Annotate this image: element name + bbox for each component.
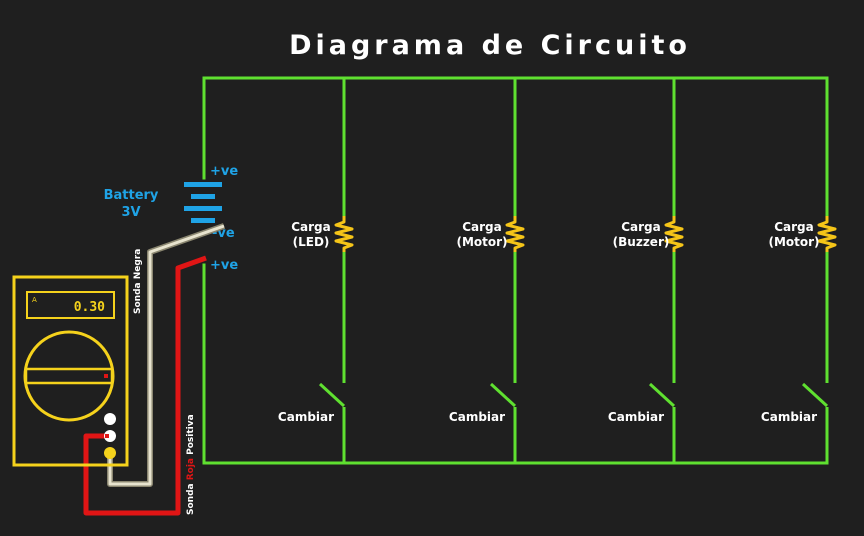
switch-lever	[801, 382, 829, 408]
switch-lever	[648, 382, 676, 408]
load-resistor-symbol	[505, 216, 525, 252]
branch-3: Carga(Buzzer) Cambiar	[608, 78, 684, 463]
multimeter-body	[12, 275, 129, 467]
multimeter-dial-marker	[104, 374, 108, 378]
load-name: (Buzzer)	[613, 235, 670, 249]
com-port	[104, 413, 116, 425]
load-label: Carga	[462, 220, 502, 234]
multimeter-dial-knob	[24, 367, 114, 385]
switch-label: Cambiar	[608, 410, 664, 424]
switch-label: Cambiar	[761, 410, 817, 424]
load-label: Carga	[774, 220, 814, 234]
switch-lever	[489, 382, 517, 408]
probe-wires	[83, 223, 225, 516]
branch-4: Carga(Motor) Cambiar	[761, 78, 837, 463]
load-label: Carga	[621, 220, 661, 234]
black-probe-label: Sonda Negra	[133, 249, 143, 314]
diagram-title: Diagrama de Circuito	[289, 30, 691, 61]
load-name: (Motor)	[456, 235, 507, 249]
load-label: Carga	[291, 220, 331, 234]
battery-plate-3	[184, 206, 222, 211]
v-port	[104, 447, 116, 459]
load-resistor-symbol	[334, 216, 354, 252]
load-name: (LED)	[293, 235, 330, 249]
ma-port	[104, 430, 116, 442]
branch-1: Carga(LED) Cambiar	[278, 78, 354, 463]
battery-positive-label-2: +ve	[210, 258, 238, 273]
switch-label: Cambiar	[278, 410, 334, 424]
battery-positive-label: +ve	[210, 164, 238, 179]
battery-plate-2	[191, 194, 215, 199]
load-name: (Motor)	[768, 235, 819, 249]
load-resistor-symbol	[817, 216, 837, 252]
black-probe-wire	[108, 224, 225, 486]
battery-voltage: 3V	[121, 205, 140, 220]
multimeter-reading: 0.30	[74, 300, 105, 315]
ma-port-plug	[105, 434, 109, 438]
branches: Carga(LED)CambiarCarga(Motor)CambiarCarg…	[278, 78, 837, 463]
load-resistor-symbol	[664, 216, 684, 252]
switch-lever	[318, 382, 346, 408]
red-probe-label: Sonda Roja Positiva	[186, 414, 196, 515]
battery-plate-1	[184, 182, 222, 187]
battery-label: Battery	[104, 188, 159, 203]
switch-label: Cambiar	[449, 410, 505, 424]
battery: Battery 3V +ve -ve +ve	[104, 164, 239, 273]
red-probe-wire	[83, 255, 207, 516]
battery-plate-4	[191, 218, 215, 223]
multimeter: A 0.30	[12, 275, 129, 467]
multimeter-display	[26, 291, 115, 319]
multimeter-unit: A	[32, 296, 37, 304]
branch-2: Carga(Motor) Cambiar	[449, 78, 525, 463]
